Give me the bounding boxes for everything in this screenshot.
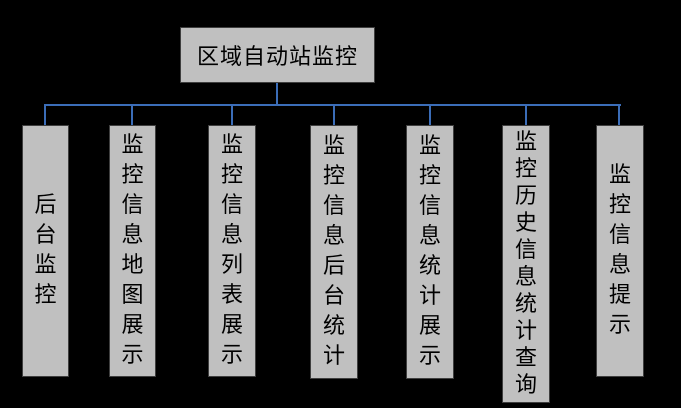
node-monitor-history-stats-query-label: 监控历史信息统计查询 <box>514 130 537 398</box>
connector-horizontal-bus <box>44 104 621 106</box>
node-root-region-auto-station-monitor: 区域自动站监控 <box>180 27 375 83</box>
node-monitor-info-list-display: 监控信息列表展示 <box>208 125 256 377</box>
connector-drop-3 <box>231 105 233 126</box>
connector-root-stub <box>276 83 278 105</box>
node-monitor-info-list-display-label: 监控信息列表展示 <box>220 133 243 368</box>
node-backend-monitoring: 后台监控 <box>22 125 69 377</box>
connector-drop-1 <box>44 105 46 126</box>
connector-drop-7 <box>618 105 620 126</box>
node-monitor-info-map-display: 监控信息地图展示 <box>109 125 156 377</box>
connector-drop-4 <box>333 105 335 126</box>
connector-drop-6 <box>525 105 527 126</box>
node-monitor-info-backend-stats-label: 监控信息后台统计 <box>322 134 345 369</box>
node-monitor-info-stats-display: 监控信息统计展示 <box>406 125 454 379</box>
node-monitor-info-reminder: 监控信息提示 <box>596 125 644 377</box>
node-monitor-info-stats-display-label: 监控信息统计展示 <box>418 134 441 369</box>
node-monitor-info-reminder-label: 监控信息提示 <box>608 163 631 338</box>
node-monitor-history-stats-query: 监控历史信息统计查询 <box>502 125 550 403</box>
connector-drop-2 <box>131 105 133 126</box>
node-monitor-info-backend-stats: 监控信息后台统计 <box>310 125 358 379</box>
connector-drop-5 <box>429 105 431 126</box>
node-root-label: 区域自动站监控 <box>196 45 358 70</box>
node-monitor-info-map-display-label: 监控信息地图展示 <box>121 133 144 368</box>
node-backend-monitoring-label: 后台监控 <box>34 193 57 308</box>
